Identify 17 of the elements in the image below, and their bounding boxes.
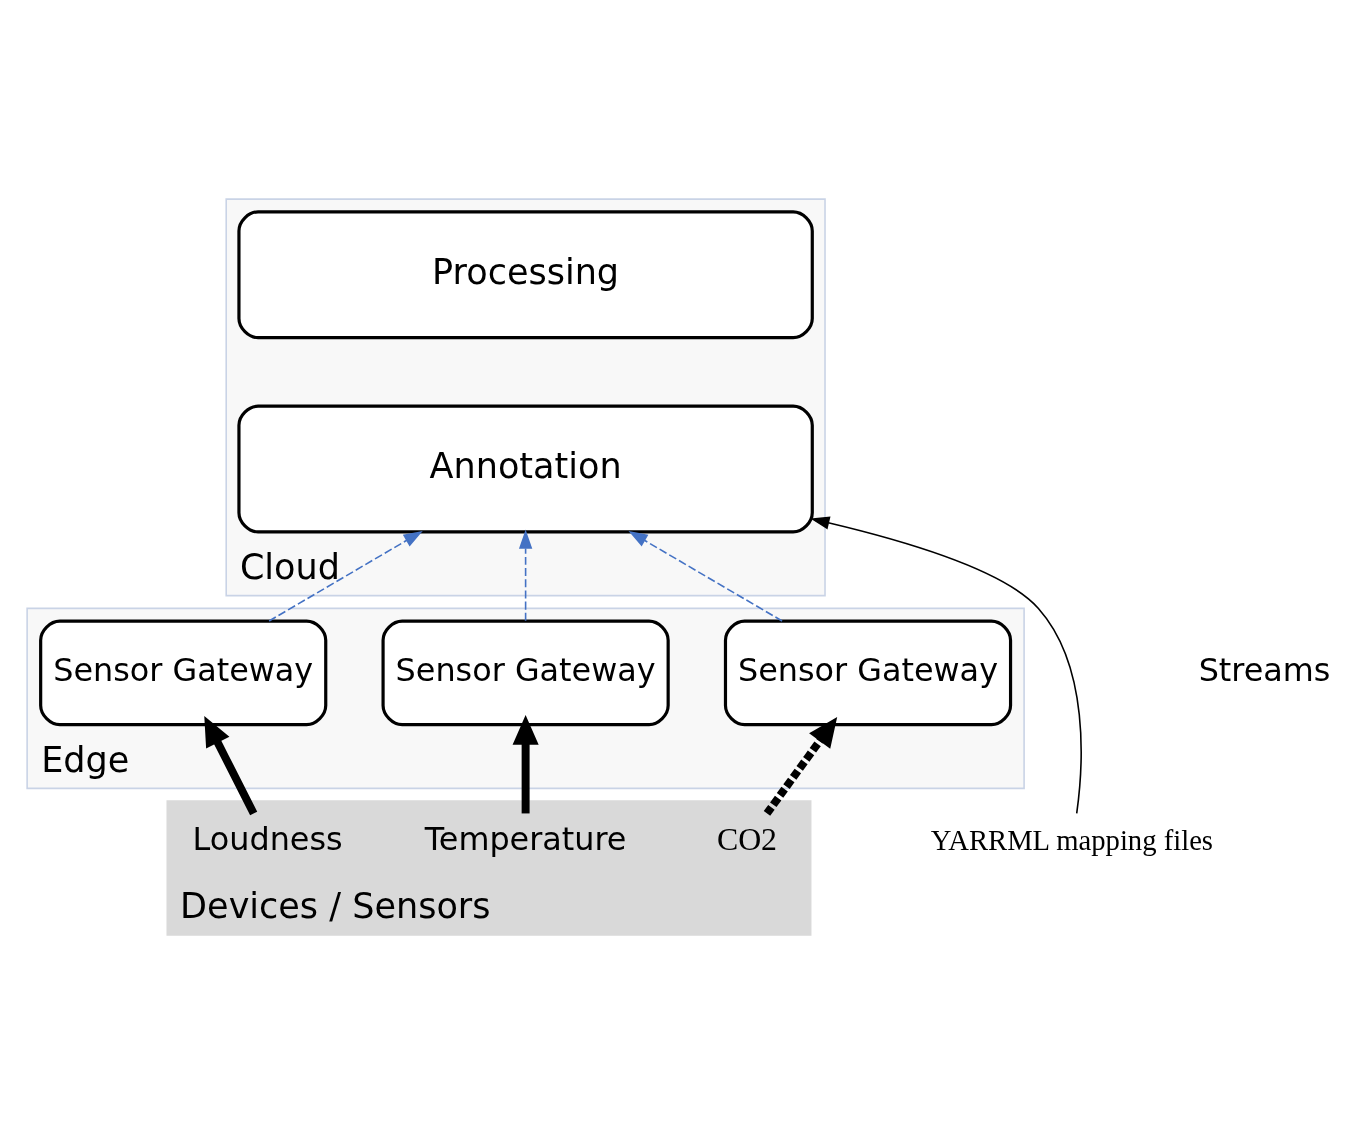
- node-box: Annotation: [237, 404, 814, 534]
- node-text: YARRML mapping files: [930, 823, 1214, 856]
- arrow: [763, 716, 838, 816]
- node-text: CO2: [716, 822, 778, 858]
- arrow: [512, 715, 539, 814]
- arrow: [628, 530, 783, 622]
- label: Streams: [1198, 650, 1331, 689]
- node-text: Loudness: [192, 820, 343, 859]
- node-text: Temperature: [424, 820, 627, 859]
- node-box: Sensor Gateway: [39, 619, 328, 727]
- node-box: Processing: [237, 210, 814, 340]
- arrow: [268, 530, 423, 622]
- arrow: [518, 529, 533, 622]
- node-box: Sensor Gateway: [723, 619, 1013, 727]
- node-box: Sensor Gateway: [381, 619, 670, 727]
- arrow: [810, 516, 1082, 815]
- arrow: [204, 716, 258, 816]
